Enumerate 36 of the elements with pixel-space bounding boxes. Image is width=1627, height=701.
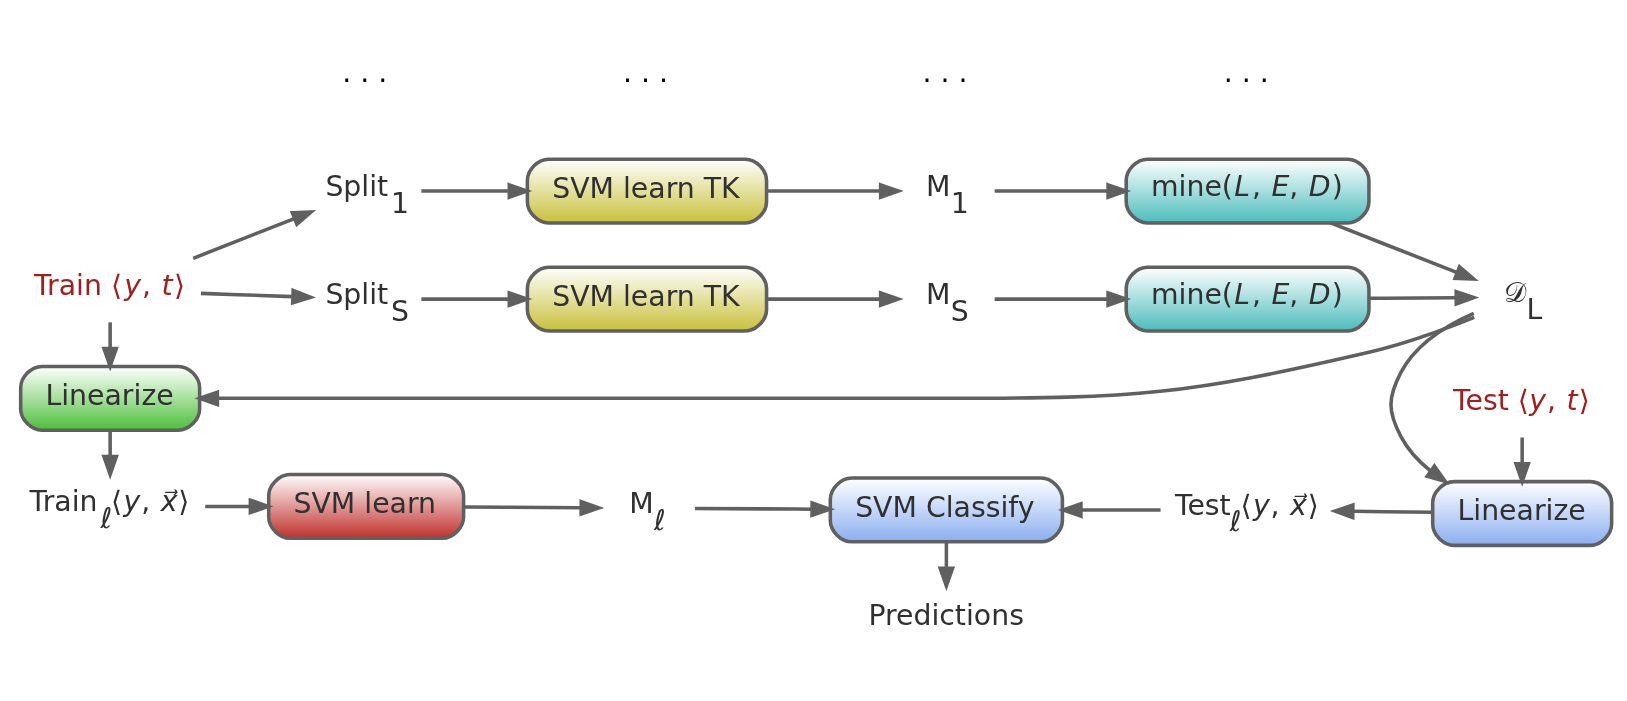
node-box: Linearize [18, 364, 202, 432]
arrow [1329, 502, 1433, 520]
arrow [1513, 437, 1531, 487]
node-box: SVM learn [266, 472, 466, 541]
arrow [694, 500, 836, 518]
node-text: Predictions [868, 598, 1024, 632]
arrow [421, 182, 533, 200]
node-box: Linearize [1430, 479, 1614, 548]
node-text: Train ⟨y, t⟩ [33, 269, 185, 303]
arrow [194, 315, 1475, 408]
label: · · · [342, 63, 388, 97]
arrow [937, 542, 956, 592]
node-box: mine(L, E, D) [1124, 265, 1371, 333]
arrow [464, 499, 605, 517]
arrow [205, 497, 274, 516]
arrow [101, 430, 119, 480]
arrow [994, 182, 1132, 200]
arrow [1057, 501, 1161, 519]
arrow [421, 290, 533, 308]
arrow [767, 182, 904, 200]
label: · · · [623, 63, 669, 97]
arrow [1330, 221, 1479, 282]
arrow [1389, 311, 1475, 485]
label: · · · [1223, 63, 1269, 97]
node-box: mine(L, E, D) [1124, 157, 1371, 225]
arrow [101, 322, 119, 372]
arrow [192, 210, 317, 260]
label: · · · [922, 63, 968, 97]
node-box: SVM Classify [828, 476, 1065, 544]
arrow [200, 287, 316, 306]
node-box: SVM learn TK [525, 157, 769, 225]
arrow [994, 290, 1132, 308]
node-box: SVM learn TK [525, 265, 769, 333]
arrow [767, 290, 904, 308]
node-text: Test ⟨y, t⟩ [1453, 384, 1590, 418]
arrow [1369, 289, 1480, 307]
